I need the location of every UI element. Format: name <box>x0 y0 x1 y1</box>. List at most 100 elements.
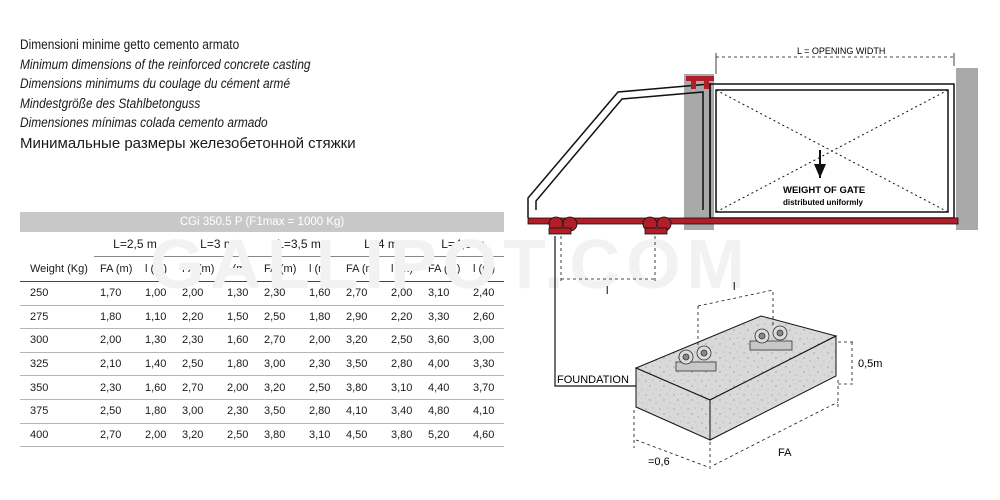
subheader-row: Weight (Kg) FA (m)l (m)FA (m)l (m)FA (m)… <box>20 256 505 282</box>
fa-value-cell: 3,00 <box>176 399 221 424</box>
l-value-cell: 1,10 <box>139 305 176 330</box>
l-value-cell: 2,30 <box>303 352 340 377</box>
fa-value-cell: 2,00 <box>94 328 139 353</box>
fa-value-cell: 2,10 <box>94 352 139 377</box>
l-value-cell: 3,30 <box>467 352 505 377</box>
l-column-header: l (m) <box>139 256 176 282</box>
weight-cell: 300 <box>20 328 94 353</box>
l-value-cell: 1,60 <box>221 328 258 353</box>
fa-value-cell: 2,30 <box>94 375 139 400</box>
fa-value-cell: 2,50 <box>258 305 303 330</box>
fa-value-cell: 4,10 <box>340 399 385 424</box>
fa-value-cell: 3,50 <box>258 399 303 424</box>
weight-cell: 250 <box>20 281 94 306</box>
length-header: L=4 m <box>340 232 422 257</box>
weight-header: Weight (Kg) <box>20 256 94 282</box>
weight-of-gate-label: WEIGHT OF GATE <box>783 185 865 196</box>
l-value-cell: 2,50 <box>303 375 340 400</box>
fa-column-header: FA (m) <box>340 256 385 282</box>
fa-value-cell: 2,50 <box>176 352 221 377</box>
foundation-leader <box>554 236 636 387</box>
fa-label: FA <box>778 447 792 459</box>
title-ru: Минимальные размеры железобетонной стяжк… <box>20 134 356 152</box>
length-header: L=4,5 m <box>422 232 505 257</box>
l-value-cell: 4,60 <box>467 423 505 448</box>
l-value-cell: 3,70 <box>467 375 505 400</box>
title-en: Minimum dimensions of the reinforced con… <box>20 56 311 72</box>
l-mid-label: l <box>606 285 608 297</box>
l-value-cell: 1,60 <box>139 375 176 400</box>
fa-value-cell: 2,30 <box>258 281 303 306</box>
l-value-cell: 2,50 <box>385 328 422 353</box>
l-value-cell: 1,30 <box>221 281 258 306</box>
fa-dimension <box>713 380 839 466</box>
length-header: L=3 m <box>176 232 258 257</box>
weight-cell: 375 <box>20 399 94 424</box>
fa-column-header: FA (m) <box>176 256 221 282</box>
fa-value-cell: 3,50 <box>340 352 385 377</box>
l-value-cell: 4,10 <box>467 399 505 424</box>
l-value-cell: 2,00 <box>221 375 258 400</box>
table-caption: CGi 350.5 P (F1max = 1000 Kg) <box>20 212 505 232</box>
fa-value-cell: 2,70 <box>176 375 221 400</box>
rail <box>527 217 959 225</box>
weight-cell: 400 <box>20 423 94 448</box>
length-header: L=3,5 m <box>258 232 340 257</box>
l-column-header: l (m) <box>303 256 340 282</box>
fa-value-cell: 2,70 <box>94 423 139 448</box>
carriage-left <box>548 216 578 235</box>
width-dimension <box>633 410 711 470</box>
l-value-cell: 2,50 <box>221 423 258 448</box>
fa-value-cell: 4,50 <box>340 423 385 448</box>
fa-column-header: FA (m) <box>94 256 139 282</box>
l-value-cell: 1,80 <box>303 305 340 330</box>
multilingual-title-block: Dimensioni minime getto cemento armato M… <box>20 35 356 155</box>
fa-value-cell: 5,20 <box>422 423 467 448</box>
l-column-header: l (m) <box>221 256 258 282</box>
l-column-header: l (m) <box>385 256 422 282</box>
fa-value-cell: 3,20 <box>176 423 221 448</box>
l-value-cell: 2,00 <box>385 281 422 306</box>
l-value-cell: 2,20 <box>385 305 422 330</box>
width-label: =0,6 <box>648 456 670 468</box>
l-value-cell: 2,00 <box>303 328 340 353</box>
l-value-cell: 2,00 <box>139 423 176 448</box>
fa-value-cell: 2,70 <box>258 328 303 353</box>
fa-column-header: FA (m) <box>422 256 467 282</box>
length-header: L=2,5 m <box>94 232 176 257</box>
fa-value-cell: 3,30 <box>422 305 467 330</box>
title-de: Mindestgröße des Stahlbetonguss <box>20 95 201 111</box>
fa-value-cell: 2,00 <box>176 281 221 306</box>
l-value-cell: 2,40 <box>467 281 505 306</box>
fa-value-cell: 2,20 <box>176 305 221 330</box>
l-value-cell: 3,10 <box>385 375 422 400</box>
fa-value-cell: 3,80 <box>258 423 303 448</box>
l-column-header: l (m) <box>467 256 505 282</box>
block-carriage-left <box>675 345 717 372</box>
title-it: Dimensioni minime getto cemento armato <box>20 37 240 52</box>
l-value-cell: 1,80 <box>221 352 258 377</box>
gate-frame <box>527 83 955 219</box>
l-value-cell: 2,60 <box>467 305 505 330</box>
concrete-block <box>634 315 838 441</box>
title-fr: Dimensions minimums du coulage du cément… <box>20 76 291 92</box>
height-label: 0,5m <box>858 358 882 370</box>
opening-width-label: L = OPENING WIDTH <box>797 46 885 56</box>
fa-value-cell: 2,70 <box>340 281 385 306</box>
foundation-label: FOUNDATION <box>557 374 629 386</box>
weight-cell: 325 <box>20 352 94 377</box>
fa-value-cell: 3,20 <box>258 375 303 400</box>
l-value-cell: 2,80 <box>303 399 340 424</box>
fa-value-cell: 3,20 <box>340 328 385 353</box>
fa-value-cell: 2,30 <box>176 328 221 353</box>
l-value-cell: 2,80 <box>385 352 422 377</box>
fa-value-cell: 3,60 <box>422 328 467 353</box>
